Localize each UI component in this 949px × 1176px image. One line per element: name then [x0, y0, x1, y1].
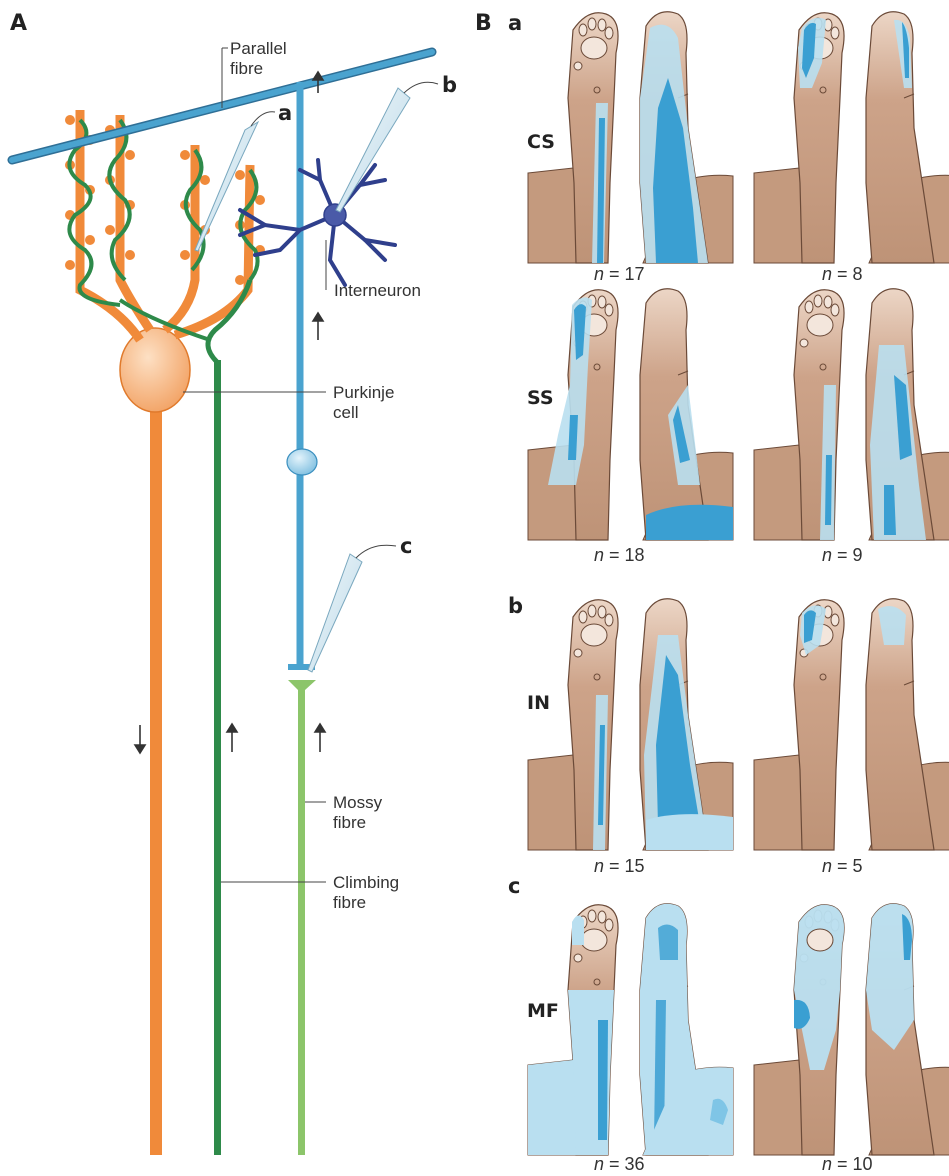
n-in-left: n = 15	[594, 856, 645, 876]
receptive-field-in-right	[754, 599, 949, 850]
row-in: IN n = 15 n = 5	[527, 599, 949, 876]
n-ss-left: n = 18	[594, 545, 645, 565]
receptive-field-in-left	[528, 599, 733, 850]
purkinje-cell	[65, 110, 265, 1155]
interneuron	[240, 160, 395, 285]
row-ss: SS n = 18 n = 9	[527, 289, 949, 565]
electrode-c: c	[308, 534, 412, 672]
receptive-field-mf-right	[754, 904, 949, 1155]
receptive-field-cs-left	[528, 12, 733, 263]
row-mf: MF n = 36 n = 10	[527, 904, 949, 1174]
row-label-mf: MF	[527, 1000, 559, 1022]
mossy-label-line1: Mossy	[333, 793, 383, 812]
n-ss-right: n = 9	[822, 545, 863, 565]
arrow-up-climbing-icon	[227, 724, 237, 752]
label-mossy-fibre: Mossy fibre	[305, 793, 383, 832]
subpanel-b-letter: b	[508, 594, 523, 618]
electrode-label-c: c	[400, 534, 412, 558]
receptive-field-cs-right	[754, 12, 949, 263]
purkinje-label-line2: cell	[333, 403, 359, 422]
interneuron-label: Interneuron	[334, 281, 421, 300]
n-cs-left: n = 17	[594, 264, 645, 284]
parallel-fibre-label-line2: fibre	[230, 59, 263, 78]
row-label-cs: CS	[527, 131, 555, 153]
panel-b-letter: B	[475, 11, 492, 36]
n-in-right: n = 5	[822, 856, 863, 876]
subpanel-a-letter: a	[508, 11, 522, 35]
arrow-up-mossy-icon	[315, 724, 325, 752]
row-label-in: IN	[527, 692, 550, 714]
receptive-field-ss-right	[754, 289, 949, 540]
electrode-label-b: b	[442, 73, 457, 97]
n-mf-left: n = 36	[594, 1154, 645, 1174]
subpanel-c-letter: c	[508, 874, 520, 898]
receptive-field-ss-left	[528, 289, 733, 540]
arrow-down-purkinje-icon	[135, 725, 145, 753]
parallel-fibre-label-line1: Parallel	[230, 39, 287, 58]
receptive-field-mf-left	[528, 904, 733, 1155]
label-climbing-fibre: Climbing fibre	[221, 873, 399, 912]
row-label-ss: SS	[527, 387, 554, 409]
panel-a-letter: A	[10, 11, 27, 36]
mossy-label-line2: fibre	[333, 813, 366, 832]
arrow-up-granule-icon	[313, 313, 323, 340]
climbing-fibre	[69, 120, 257, 1155]
row-cs: CS n = 17 n = 8	[527, 12, 949, 284]
n-mf-right: n = 10	[822, 1154, 873, 1174]
climbing-label-line2: fibre	[333, 893, 366, 912]
n-cs-right: n = 8	[822, 264, 863, 284]
purkinje-label-line1: Purkinje	[333, 383, 394, 402]
climbing-label-line1: Climbing	[333, 873, 399, 892]
electrode-label-a: a	[278, 101, 292, 125]
mossy-fibre	[288, 680, 316, 1155]
